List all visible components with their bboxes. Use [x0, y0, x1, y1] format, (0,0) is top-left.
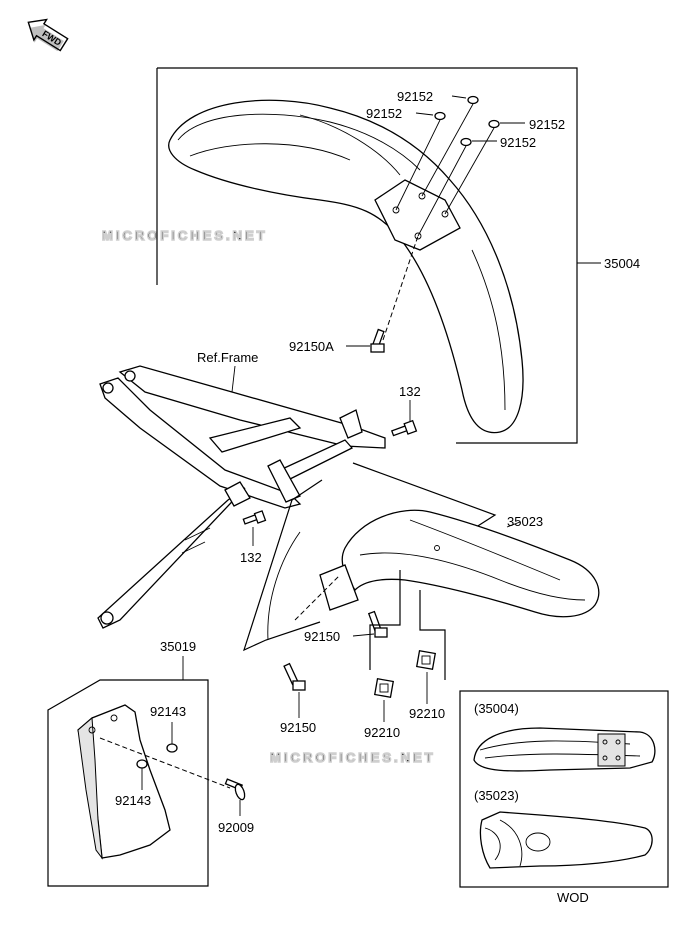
- nut-92210-right-part: [415, 649, 437, 671]
- bolt-92150a-part: [370, 328, 385, 353]
- variant-inset: (35004) (35023) WOD: [459, 690, 669, 905]
- callout-92143-lower: 92143: [115, 793, 151, 808]
- callout-132-upper: 132: [399, 384, 421, 399]
- inset-front-label: (35004): [474, 701, 519, 716]
- callout-92210-right: 92210: [409, 706, 445, 721]
- frame-part: [97, 365, 386, 629]
- bolt-132-lower-part: [242, 510, 267, 525]
- callout-92143-upper: 92143: [150, 704, 186, 719]
- screw-92009-part: [224, 778, 246, 801]
- callout-92152-d: 92152: [500, 135, 536, 150]
- front-fender-group: 92152 92152 92152 92152 35004 92150A: [156, 67, 640, 444]
- bolt-132-upper-part: [390, 419, 418, 437]
- bolt-92150-upper-part: [367, 610, 388, 638]
- callout-92150-lower: 92150: [280, 720, 316, 735]
- inset-front-fender-part: [473, 727, 656, 772]
- fwd-arrow-icon: FWD: [27, 18, 69, 52]
- front-fender-part: [168, 99, 524, 434]
- bolt-92150-lower-part: [283, 662, 306, 691]
- callout-92152-a: 92152: [397, 89, 433, 104]
- callout-92150-upper: 92150: [304, 629, 340, 644]
- mud-flap-group: 35019 92143 92143 92009: [47, 639, 254, 887]
- callout-92009: 92009: [218, 820, 254, 835]
- callout-35023: 35023: [507, 514, 543, 529]
- inset-rear-fender-part: [479, 811, 653, 869]
- callout-132-lower: 132: [240, 550, 262, 565]
- nut-92210-left-part: [373, 677, 395, 699]
- watermark-upper: MICROFICHES.NET: [102, 228, 268, 243]
- rear-fender-group: 35023: [267, 462, 600, 641]
- callout-35019: 35019: [160, 639, 196, 654]
- callout-92152-c: 92152: [529, 117, 565, 132]
- callout-92150a: 92150A: [289, 339, 334, 354]
- inset-rear-label: (35023): [474, 788, 519, 803]
- callout-ref-frame: Ref.Frame: [197, 350, 258, 365]
- callout-92210-left: 92210: [364, 725, 400, 740]
- inset-caption: WOD: [557, 890, 589, 905]
- watermark-lower: MICROFICHES.NET: [270, 750, 436, 765]
- callout-92152-b: 92152: [366, 106, 402, 121]
- callout-35004: 35004: [604, 256, 640, 271]
- rear-fender-part: [341, 509, 600, 618]
